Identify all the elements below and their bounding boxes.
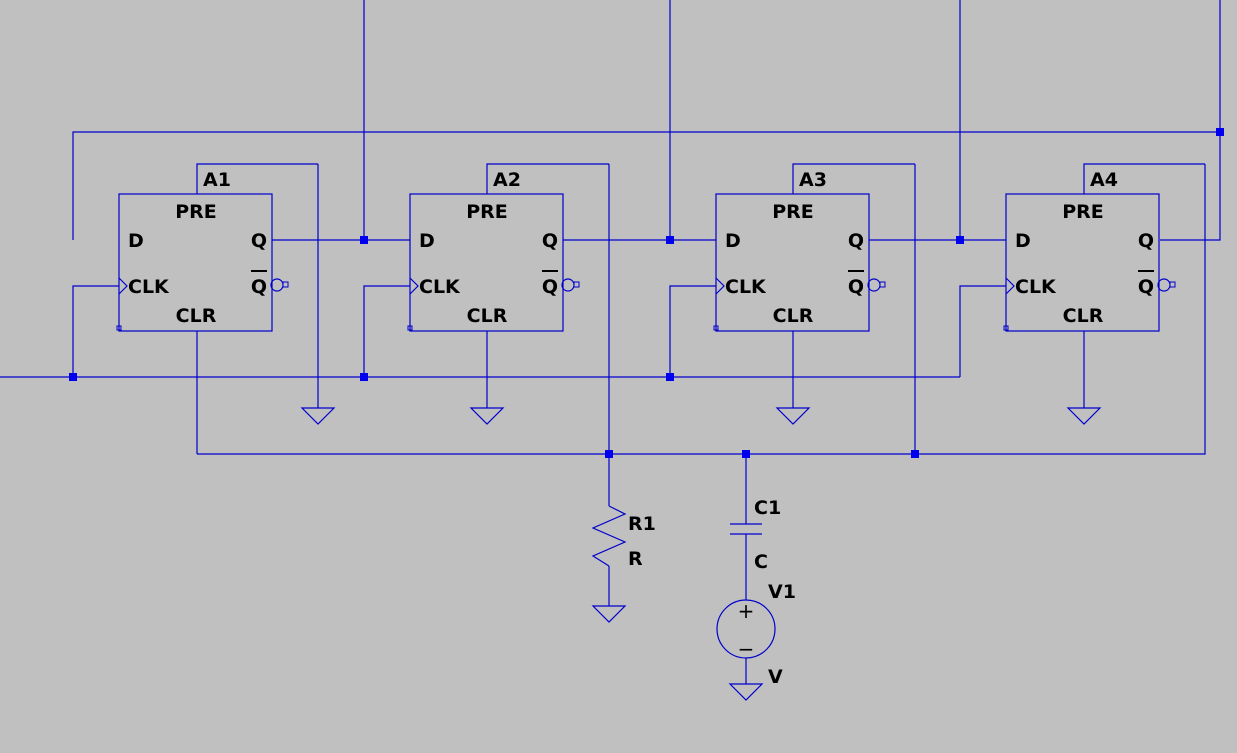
clk-1 <box>72 285 119 377</box>
flipflop-ref-label: A1 <box>203 169 231 191</box>
ground-icon <box>775 407 811 425</box>
clr-pin-label: CLR <box>467 305 508 327</box>
junction-dot-icon <box>360 236 368 244</box>
pre-pin-label: PRE <box>466 201 508 223</box>
feedback-bus <box>72 131 1220 240</box>
qbar-pin-label: Q <box>542 276 558 298</box>
q-pin-label: Q <box>1138 230 1154 252</box>
clr-pin-label: CLR <box>773 305 814 327</box>
clr-pin-label: CLR <box>1063 305 1104 327</box>
junction-dot-icon <box>1216 128 1224 136</box>
clk-pin-label: CLK <box>1015 276 1057 298</box>
capacitor-ref-label: C1 <box>754 497 781 519</box>
a4-q-feedback <box>1160 0 1221 241</box>
clk-pin-label: CLK <box>725 276 767 298</box>
source-plus-label: + <box>738 599 755 623</box>
junction-dot-icon <box>666 373 674 381</box>
ground-icon <box>469 407 505 425</box>
wires <box>0 0 1221 684</box>
ground-icon <box>728 683 764 701</box>
flipflop-3[interactable] <box>713 163 915 332</box>
voltage-source-icon[interactable]: +− <box>716 599 776 661</box>
clk-pin-label: CLK <box>128 276 170 298</box>
qbar-pin-label: Q <box>1138 276 1154 298</box>
resistor-ref-label: R1 <box>628 513 656 535</box>
junction-dot-icon <box>360 373 368 381</box>
junction-dot-icon <box>742 450 750 458</box>
junction-dots <box>69 128 1224 458</box>
clk-2 <box>363 285 410 377</box>
junction-dot-icon <box>69 373 77 381</box>
resistor-icon[interactable] <box>591 505 627 567</box>
flipflop-ref-label: A2 <box>493 169 521 191</box>
resistor-value-label: R <box>628 548 643 570</box>
junction-dot-icon <box>605 450 613 458</box>
pre-pin-label: PRE <box>175 201 217 223</box>
qbar-pin-label: Q <box>251 276 267 298</box>
d-pin-label: D <box>419 230 435 252</box>
pre-pin-label: PRE <box>1062 201 1104 223</box>
junction-dot-icon <box>666 236 674 244</box>
pre-4 <box>197 164 1206 455</box>
pre-pin-label: PRE <box>772 201 814 223</box>
flipflop-ref-label: A4 <box>1090 169 1118 191</box>
source-minus-label: − <box>738 637 755 661</box>
clr-pin-label: CLR <box>176 305 217 327</box>
clk-4 <box>959 285 1006 377</box>
flipflop-ref-label: A3 <box>799 169 827 191</box>
d-pin-label: D <box>1015 230 1031 252</box>
clk-pin-label: CLK <box>419 276 461 298</box>
flipflop-2[interactable] <box>407 163 609 332</box>
ground-icon <box>1066 407 1102 425</box>
q-pin-label: Q <box>848 230 864 252</box>
q-pin-label: Q <box>542 230 558 252</box>
junction-dot-icon <box>911 450 919 458</box>
junction-dot-icon <box>956 236 964 244</box>
ground-icon <box>300 407 336 425</box>
source-ref-label: V1 <box>768 581 796 603</box>
flipflop-4[interactable] <box>1003 163 1205 332</box>
qbar-pin-label: Q <box>848 276 864 298</box>
capacitor-icon[interactable] <box>730 523 762 535</box>
clk-3 <box>669 285 716 377</box>
q-pin-label: Q <box>251 230 267 252</box>
source-value-label: V <box>768 666 783 688</box>
d-pin-label: D <box>725 230 741 252</box>
ground-icon <box>591 605 627 623</box>
capacitor-value-label: C <box>754 551 768 573</box>
d-pin-label: D <box>128 230 144 252</box>
flipflop-1[interactable] <box>116 163 318 332</box>
